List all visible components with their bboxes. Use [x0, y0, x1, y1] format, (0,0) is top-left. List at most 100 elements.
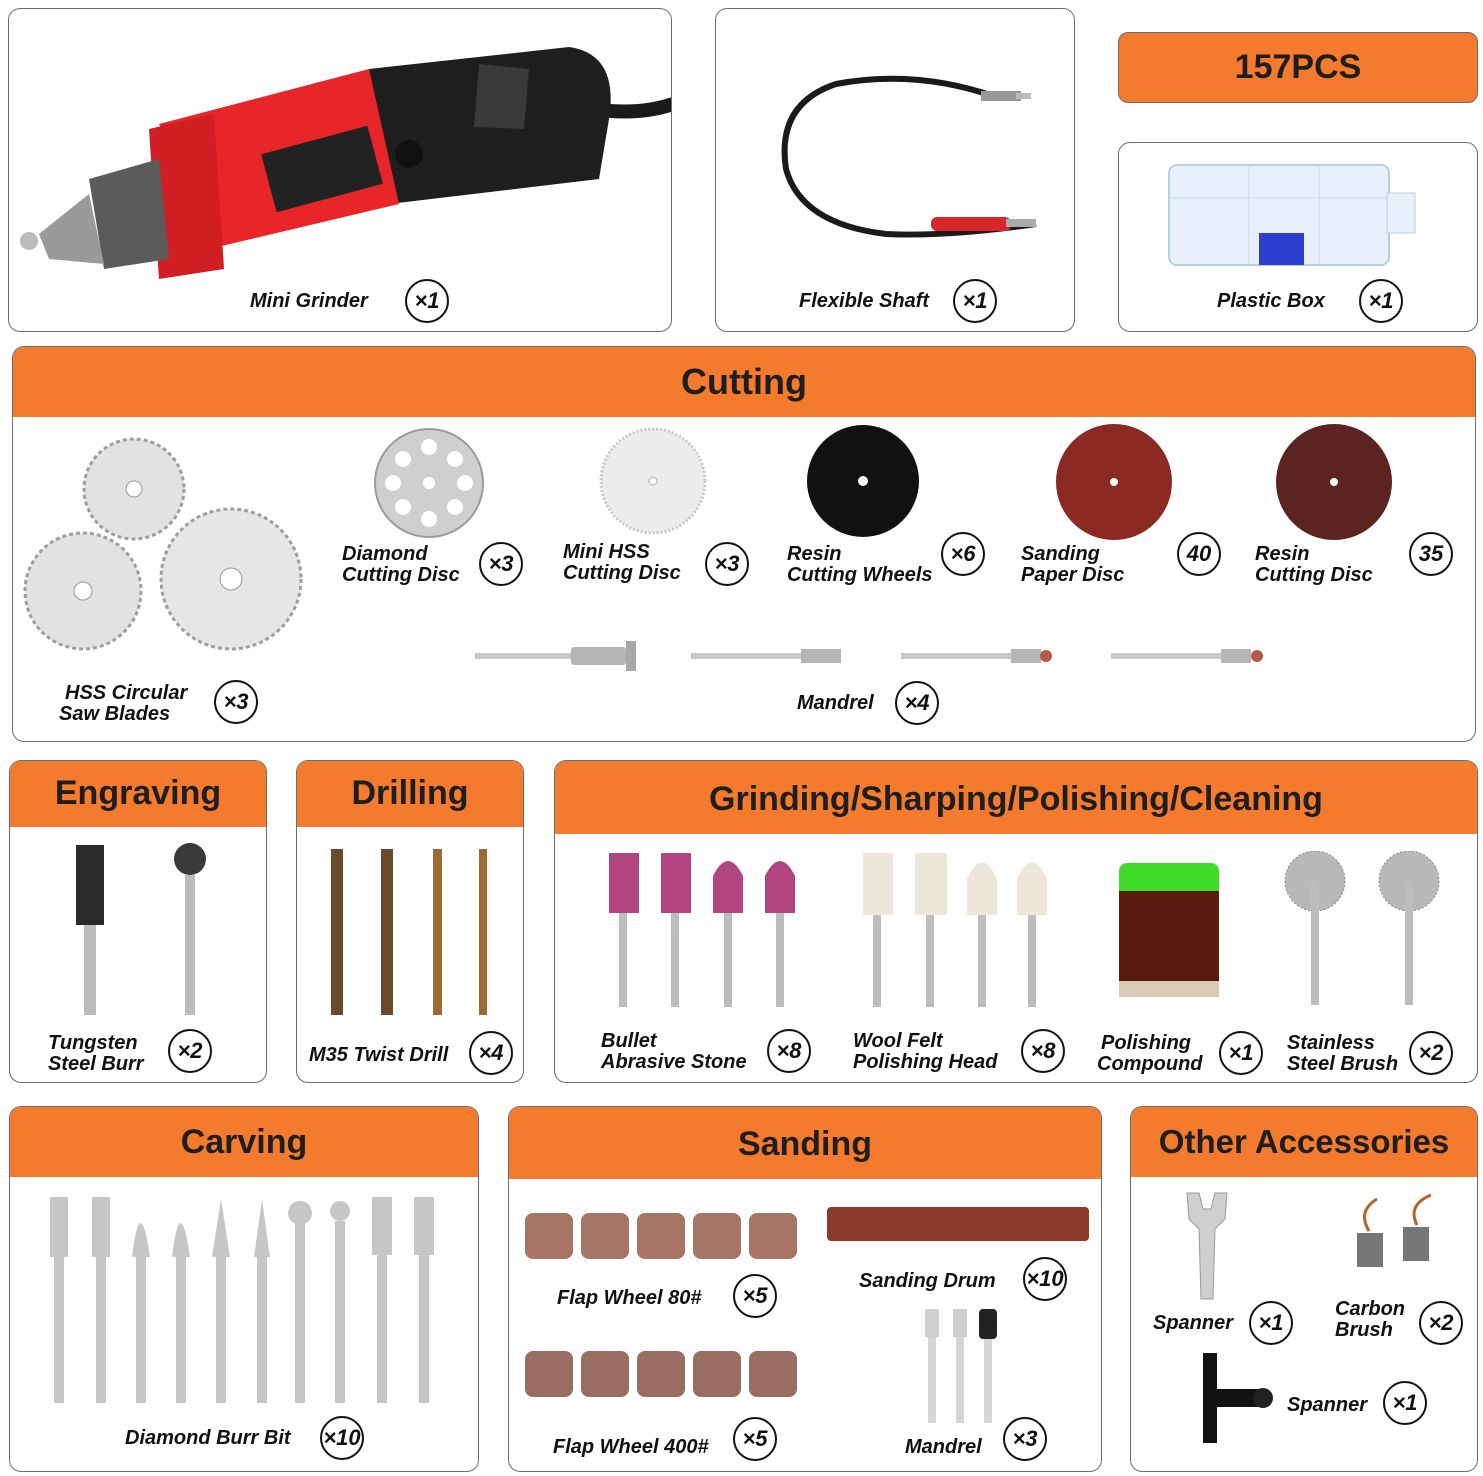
diamond-burr-label: Diamond Burr Bit	[125, 1427, 291, 1449]
mini-grinder-qty: ×1	[405, 279, 449, 323]
wool-felt-image	[863, 853, 1047, 1007]
compound-qty: ×1	[1219, 1031, 1263, 1075]
flexible-shaft-label: Flexible Shaft	[799, 290, 930, 312]
resin-cutting-wheels-image	[807, 425, 919, 537]
carbon-label-line2: Brush	[1335, 1319, 1393, 1341]
sanding-disc-label-line1: Sanding	[1021, 543, 1100, 565]
resin-wheels-qty: ×6	[941, 532, 985, 576]
wool-qty: ×8	[1021, 1029, 1065, 1073]
sanding-drum-label: Sanding Drum	[859, 1270, 996, 1292]
resin-disc-qty: 35	[1409, 532, 1453, 576]
hss-label-line1: HSS Circular	[65, 682, 188, 704]
spanner2-qty: ×1	[1383, 1381, 1427, 1425]
flap-80-qty: ×5	[733, 1274, 777, 1318]
diamond-cutting-disc-image	[374, 428, 484, 538]
tungsten-label-line1: Tungsten	[48, 1032, 138, 1054]
total-pieces-banner: 157PCS	[1118, 32, 1478, 103]
carving-section: Carving Diamond Burr Bit ×10	[9, 1106, 479, 1472]
hss-qty: ×3	[214, 680, 258, 724]
grinding-title: Grinding/Sharping/Polishing/Cleaning	[555, 761, 1477, 834]
plastic-box-qty: ×1	[1359, 279, 1403, 323]
diamond-label-line2: Cutting Disc	[342, 564, 460, 586]
mini-grinder-label: Mini Grinder	[250, 290, 368, 312]
compound-label-line1: Polishing	[1101, 1032, 1191, 1054]
diamond-label-line1: Diamond	[342, 543, 428, 565]
sanding-section: Sanding Flap Wheel 80# ×5 Sanding Drum ×…	[508, 1106, 1102, 1472]
flap-80-label: Flap Wheel 80#	[557, 1287, 702, 1309]
other-accessories-title: Other Accessories	[1131, 1107, 1477, 1177]
cutting-section: Cutting HSS Circular Saw Blades ×3 Diamo…	[12, 346, 1476, 742]
carbon-brush-image	[1357, 1193, 1432, 1267]
sanding-drum-qty: ×10	[1023, 1257, 1067, 1301]
brush-label-line2: Steel Brush	[1287, 1053, 1399, 1075]
tungsten-label-line2: Steel Burr	[48, 1053, 144, 1075]
flap-400-qty: ×5	[733, 1417, 777, 1461]
twist-drill-label: M35 Twist Drill	[309, 1044, 449, 1066]
bullet-qty: ×8	[767, 1029, 811, 1073]
sanding-disc-label-line2: Paper Disc	[1021, 564, 1125, 586]
engraving-section: Engraving Tungsten Steel Burr ×2	[9, 760, 267, 1083]
mandrel-image	[475, 641, 1263, 671]
diamond-qty: ×3	[479, 542, 523, 586]
carbon-label-line1: Carbon	[1335, 1298, 1405, 1320]
mini-hss-label-line2: Cutting Disc	[563, 562, 681, 584]
mini-hss-qty: ×3	[705, 542, 749, 586]
carbon-qty: ×2	[1419, 1301, 1463, 1345]
bullet-label-line2: Abrasive Stone	[601, 1051, 747, 1073]
plastic-box-label: Plastic Box	[1217, 290, 1325, 312]
sanding-drum-image	[827, 1207, 1089, 1241]
spanner1-qty: ×1	[1249, 1301, 1293, 1345]
resin-disc-label-line2: Cutting Disc	[1255, 564, 1373, 586]
wool-label-line2: Polishing Head	[853, 1051, 998, 1073]
spanner2-label: Spanner	[1287, 1394, 1368, 1416]
chuck-key-image	[1203, 1353, 1273, 1443]
hss-label-line2: Saw Blades	[59, 703, 171, 725]
sanding-mandrel-image	[925, 1309, 997, 1423]
mandrel-qty: ×4	[895, 681, 939, 725]
brush-qty: ×2	[1409, 1031, 1453, 1075]
flap-400-label: Flap Wheel 400#	[553, 1436, 709, 1458]
spanner1-label: Spanner	[1153, 1312, 1234, 1334]
hss-saw-blades-image	[23, 437, 303, 651]
plastic-box-panel: Plastic Box ×1	[1118, 142, 1478, 332]
resin-wheels-label-line2: Cutting Wheels	[787, 564, 933, 586]
polishing-compound-image	[1119, 863, 1219, 997]
spanner-wrench-image	[1186, 1192, 1228, 1300]
mini-grinder-panel: Mini Grinder ×1	[8, 8, 672, 332]
flap-wheel-80-image	[525, 1213, 797, 1259]
sanding-paper-disc-image	[1056, 424, 1172, 540]
drilling-title: Drilling	[297, 761, 523, 827]
plastic-box-image	[1168, 164, 1416, 266]
sanding-mandrel-label: Mandrel	[905, 1436, 982, 1458]
resin-disc-label-line1: Resin	[1255, 543, 1310, 565]
engraving-title: Engraving	[10, 761, 266, 827]
sanding-title: Sanding	[509, 1107, 1101, 1179]
grinding-section: Grinding/Sharping/Polishing/Cleaning Bul…	[554, 760, 1478, 1083]
flexible-shaft-image	[781, 75, 1037, 238]
steel-brush-image	[1284, 851, 1440, 1005]
resin-cutting-disc-image	[1276, 424, 1392, 540]
mini-hss-cutting-disc-image	[599, 427, 707, 535]
twist-drill-qty: ×4	[469, 1031, 513, 1075]
flexible-shaft-qty: ×1	[953, 279, 997, 323]
brush-label-line1: Stainless	[1287, 1032, 1375, 1054]
bullet-stone-image	[609, 853, 795, 1007]
diamond-burr-qty: ×10	[320, 1416, 364, 1460]
resin-wheels-label-line1: Resin	[787, 543, 842, 565]
flap-wheel-400-image	[525, 1351, 797, 1397]
diamond-burr-image	[50, 1197, 434, 1403]
other-accessories-section: Other Accessories Spanner ×1 Carbon Brus…	[1130, 1106, 1478, 1472]
carving-title: Carving	[10, 1107, 478, 1177]
sanding-mandrel-qty: ×3	[1003, 1417, 1047, 1461]
flexible-shaft-panel: Flexible Shaft ×1	[715, 8, 1075, 332]
bullet-label-line1: Bullet	[601, 1030, 657, 1052]
compound-label-line2: Compound	[1097, 1053, 1203, 1075]
mandrel-label: Mandrel	[797, 692, 874, 714]
sanding-disc-qty: 40	[1177, 532, 1221, 576]
twist-drill-image	[331, 849, 487, 1015]
mini-grinder-image	[20, 47, 671, 279]
cutting-title: Cutting	[13, 347, 1475, 417]
drilling-section: Drilling M35 Twist Drill ×4	[296, 760, 524, 1083]
tungsten-burr-image	[76, 843, 206, 1015]
tungsten-qty: ×2	[168, 1029, 212, 1073]
